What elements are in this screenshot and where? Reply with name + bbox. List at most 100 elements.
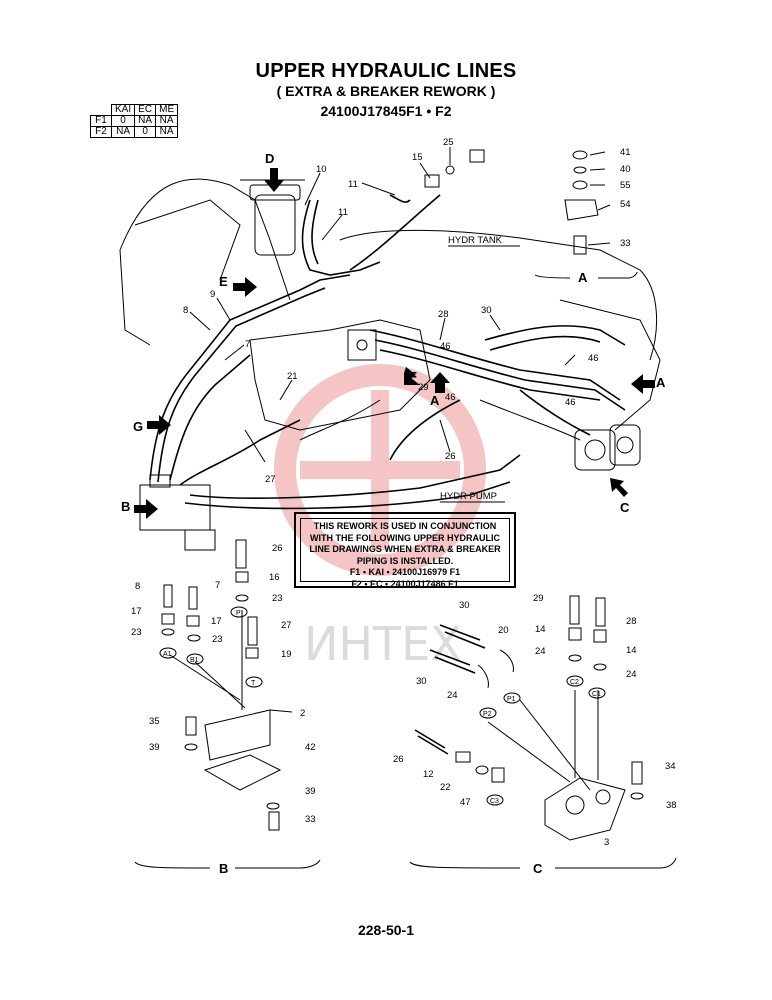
callout: 7	[215, 580, 220, 591]
callout: 27	[265, 474, 276, 485]
callout: 33	[620, 238, 631, 249]
callout: 38	[666, 800, 677, 811]
callouts-detail-b: 26 16 23 8 7 17 17 23 23 27 19 35 2 39 4…	[131, 543, 316, 825]
callout: 46	[565, 397, 576, 408]
detail-a-title: A	[578, 270, 588, 285]
port-tag-c3: C3	[490, 798, 499, 805]
callout: 27	[281, 620, 292, 631]
callout: 15	[412, 152, 423, 163]
page-number: 228-50-1	[357, 922, 415, 938]
callout: 30	[416, 676, 427, 687]
rework-note: THIS REWORK IS USED IN CONJUNCTION WITH …	[294, 512, 516, 589]
port-tag-c1: C1	[592, 691, 601, 698]
table-row: F2 NA 0 NA	[90, 126, 179, 138]
callout: 14	[626, 645, 637, 656]
callout: 54	[620, 199, 631, 210]
detail-c	[409, 595, 677, 869]
table-row: F1 0 NA NA	[90, 115, 179, 127]
view-label-b-main: B	[121, 499, 130, 514]
table-cell: NA	[110, 126, 136, 138]
availability-table: KAI EC ME F1 0 NA NA F2 NA 0 NA	[90, 104, 179, 138]
hydr-tank-label: HYDR TANK	[448, 235, 503, 246]
page-title: UPPER HYDRAULIC LINES	[255, 60, 517, 82]
rework-note-text: THIS REWORK IS USED IN CONJUNCTION WITH …	[300, 518, 510, 589]
callout: 28	[438, 309, 449, 320]
table-cell: NA	[155, 115, 179, 127]
callout: 46	[445, 392, 456, 403]
view-label-a-right: A	[656, 375, 666, 390]
port-tag-p1: P1	[507, 696, 516, 703]
hydraulic-lines	[149, 194, 626, 510]
port-tag-p2: P2	[483, 711, 492, 718]
callout: 22	[440, 782, 451, 793]
callout: 24	[447, 690, 458, 701]
part-number: 24100J17845F1 • F2	[320, 103, 452, 119]
callout: 46	[440, 341, 451, 352]
callout: 47	[460, 797, 471, 808]
callout: 29	[533, 593, 544, 604]
port-tag-b1: B1	[190, 657, 199, 664]
page-subtitle: ( EXTRA & BREAKER REWORK )	[276, 83, 496, 99]
port-tag-p: P	[236, 610, 241, 617]
watermark-text: ИНТЕХ	[304, 617, 462, 671]
callout: 20	[498, 625, 509, 636]
callout: 12	[423, 769, 434, 780]
callout: 35	[149, 716, 160, 727]
callouts-detail-a: 41 40 55 54 33	[620, 147, 631, 249]
callout: 8	[135, 581, 140, 592]
callout: 3	[604, 837, 609, 848]
note-line: F2 • EC • 24100J17486 F1	[351, 578, 459, 589]
callout: 40	[620, 164, 631, 175]
callout: 41	[620, 147, 631, 158]
hydraulic-filter	[240, 179, 305, 256]
note-line: WITH THE FOLLOWING UPPER HYDRAULIC	[310, 532, 500, 543]
detail-a	[534, 150, 638, 279]
view-label-c-main: C	[620, 500, 630, 515]
callout: 9	[210, 289, 215, 300]
detail-b-title: B	[219, 861, 228, 876]
table-cell: NA	[155, 126, 179, 138]
callout: 7	[245, 339, 250, 350]
callout: 26	[393, 754, 404, 765]
watermark-logo	[274, 364, 486, 576]
leader-lines	[189, 147, 501, 463]
port-tags: P T A1 B1 P1 P2 C1 C2 C3	[159, 606, 606, 806]
callout: 33	[305, 814, 316, 825]
port-tag-t: T	[251, 680, 256, 687]
callout: 29	[418, 382, 429, 393]
callout: 26	[445, 451, 456, 462]
hydr-pump-label: HYDR PUMP	[440, 491, 497, 502]
callout: 24	[535, 646, 546, 657]
callout: 39	[305, 786, 316, 797]
callout: 34	[665, 761, 676, 772]
note-line: F1 • KAI • 24100J16979 F1	[349, 567, 461, 577]
callout: 25	[443, 137, 454, 148]
callout: 30	[459, 600, 470, 611]
view-label-e: E	[219, 274, 228, 289]
detail-c-title: C	[533, 861, 543, 876]
callout: 30	[481, 305, 492, 316]
callout: 17	[211, 616, 222, 627]
view-label-f: F	[409, 369, 417, 384]
callout: 14	[535, 624, 546, 635]
callout: 11	[338, 207, 348, 218]
callout: 28	[626, 616, 637, 627]
detail-b	[134, 539, 321, 869]
view-label-a-main: A	[430, 393, 440, 408]
callout: 21	[287, 371, 298, 382]
callout: 16	[269, 572, 280, 583]
callout: 24	[626, 669, 637, 680]
view-label-d: D	[265, 151, 274, 166]
fitting-group-top	[424, 149, 485, 188]
port-tag-a1: A1	[163, 651, 172, 658]
column-header: KAI	[110, 104, 136, 116]
note-line: LINE DRAWINGS WHEN EXTRA & BREAKER	[309, 544, 501, 554]
port-tag-c2: C2	[570, 679, 579, 686]
machine-frame	[119, 178, 661, 431]
callouts-detail-c: 30 20 30 29 28 14 14 24 24 24 26 12 22 4…	[393, 593, 677, 848]
note-line: THIS REWORK IS USED IN CONJUNCTION	[313, 521, 497, 531]
manifold-block	[347, 329, 377, 361]
callout: 46	[588, 353, 599, 364]
callout: 23	[272, 593, 283, 604]
